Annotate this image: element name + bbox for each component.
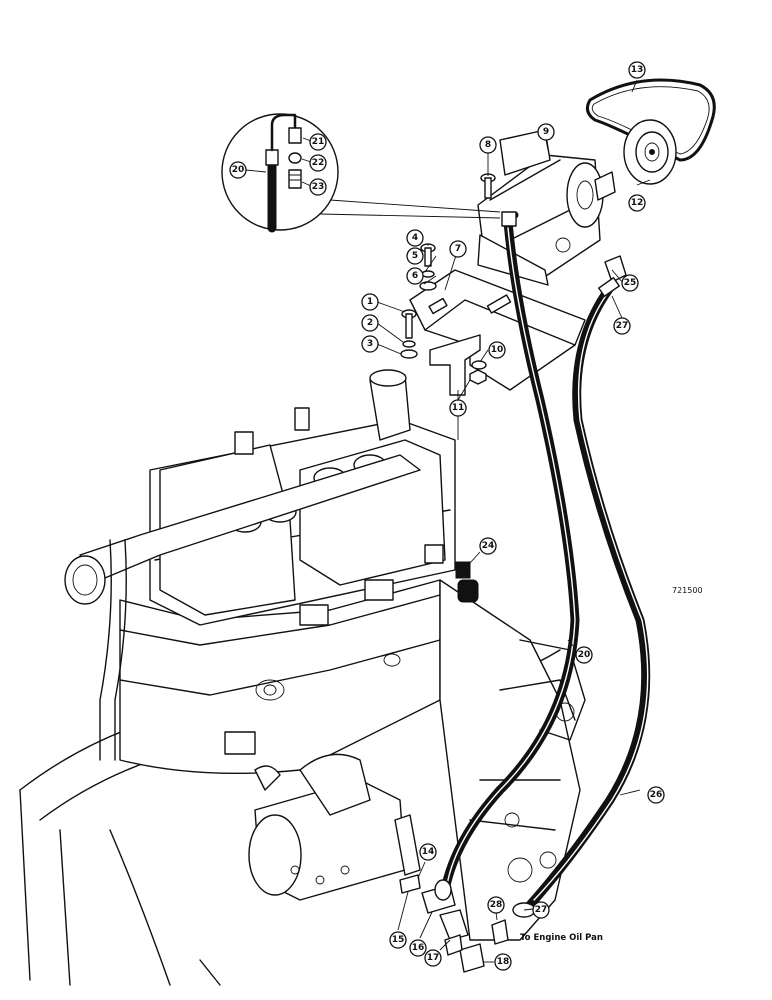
callouts: 1 2 3 4 5 6 7 8 9 10 11 12 13 14 15 16 1… <box>229 61 665 971</box>
callout-6: 6 <box>406 267 424 285</box>
svg-text:4: 4 <box>412 233 418 243</box>
svg-text:18: 18 <box>497 957 510 967</box>
callout-3: 3 <box>361 335 379 353</box>
svg-text:25: 25 <box>624 278 637 288</box>
svg-text:7: 7 <box>455 244 461 254</box>
svg-text:12: 12 <box>631 198 644 208</box>
callout-8: 8 <box>479 136 497 154</box>
mounting-bracket <box>409 269 586 396</box>
svg-text:14: 14 <box>422 847 435 857</box>
callout-4: 4 <box>406 229 424 247</box>
svg-text:22: 22 <box>312 158 325 168</box>
svg-text:8: 8 <box>485 140 491 150</box>
svg-text:17: 17 <box>427 953 440 963</box>
callout-7: 7 <box>449 240 467 258</box>
svg-text:5: 5 <box>412 251 418 261</box>
engine-block <box>19 369 586 986</box>
svg-text:20: 20 <box>232 165 245 175</box>
callout-25: 25 <box>621 274 639 292</box>
air-compressor <box>477 129 616 286</box>
callout-27-upper: 27 <box>613 317 631 335</box>
callout-5: 5 <box>406 247 424 265</box>
leader-lines <box>376 79 651 963</box>
callout-16: 16 <box>409 939 427 957</box>
callout-10: 10 <box>488 341 506 359</box>
hose-26 <box>525 280 651 910</box>
callout-2: 2 <box>361 314 379 332</box>
svg-text:27: 27 <box>535 905 548 915</box>
svg-text:27: 27 <box>616 321 629 331</box>
callout-12: 12 <box>628 194 646 212</box>
svg-text:24: 24 <box>482 541 495 551</box>
svg-text:23: 23 <box>312 182 325 192</box>
hardware-parts <box>399 173 627 973</box>
callout-13: 13 <box>628 61 646 79</box>
callout-22: 22 <box>309 154 327 172</box>
callout-20-main: 20 <box>575 646 593 664</box>
svg-text:13: 13 <box>631 65 644 75</box>
svg-text:6: 6 <box>412 271 418 281</box>
svg-text:3: 3 <box>367 339 373 349</box>
svg-text:9: 9 <box>543 127 549 137</box>
svg-text:20: 20 <box>578 650 591 660</box>
callout-1: 1 <box>361 293 379 311</box>
svg-text:2: 2 <box>367 318 373 328</box>
callout-17: 17 <box>424 949 442 967</box>
callout-15: 15 <box>389 931 407 949</box>
svg-text:10: 10 <box>491 345 504 355</box>
callout-26: 26 <box>647 786 665 804</box>
callout-20-inset: 20 <box>229 161 247 179</box>
callout-11: 11 <box>449 399 467 417</box>
svg-text:15: 15 <box>392 935 405 945</box>
callout-18: 18 <box>494 953 512 971</box>
oil-pan-note: To Engine Oil Pan <box>520 933 603 943</box>
callout-9: 9 <box>537 123 555 141</box>
svg-text:11: 11 <box>452 403 465 413</box>
figure-reference: 721500 <box>672 586 703 595</box>
callout-28: 28 <box>487 896 505 914</box>
svg-text:16: 16 <box>412 943 425 953</box>
callout-23: 23 <box>309 178 327 196</box>
callout-27-lower: 27 <box>532 901 550 919</box>
callout-14: 14 <box>419 843 437 861</box>
svg-text:1: 1 <box>367 297 373 307</box>
svg-text:28: 28 <box>490 900 503 910</box>
callout-21: 21 <box>309 133 327 151</box>
hoses <box>434 211 651 918</box>
callout-24: 24 <box>479 537 497 555</box>
svg-text:26: 26 <box>650 790 663 800</box>
svg-text:21: 21 <box>312 137 325 147</box>
belt-and-pulley <box>585 78 716 185</box>
detail-inset <box>221 113 501 233</box>
